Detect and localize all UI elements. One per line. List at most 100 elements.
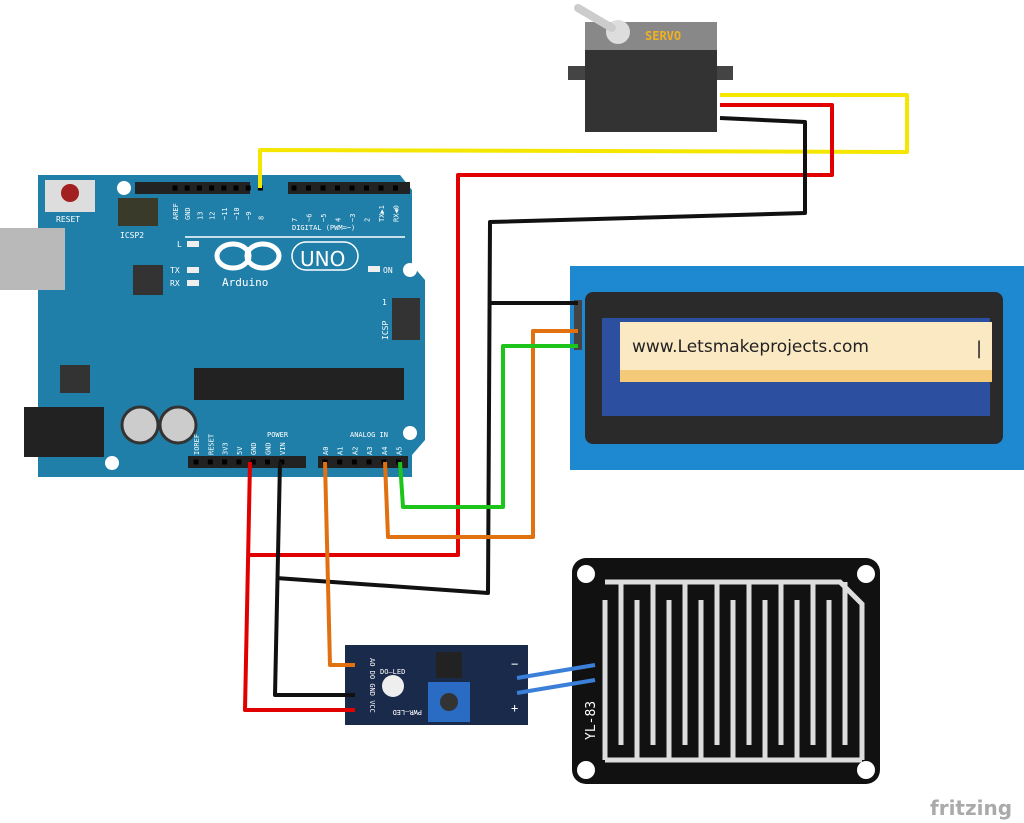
pin-label: GND bbox=[184, 207, 192, 220]
pin-A3 bbox=[366, 459, 372, 465]
pin-7 bbox=[291, 185, 297, 191]
wire-orange-a0 bbox=[323, 461, 355, 667]
module-pin-labels: AO DO GND VCC bbox=[368, 658, 376, 713]
wire-orange-a4-lcd bbox=[383, 329, 578, 539]
pin-label: 3V3 bbox=[222, 442, 230, 455]
arduino-logo-icon bbox=[214, 241, 359, 271]
pin-label: RX◀0 bbox=[393, 205, 401, 222]
arduino-uno-board: RESET ICSP2 1 ICSP DIGITAL (PWM=~) POWER… bbox=[0, 175, 425, 477]
pin-~9 bbox=[245, 185, 251, 191]
icsp-pin1-label: 1 bbox=[382, 298, 387, 307]
do-led-label: DO—LED bbox=[380, 668, 405, 676]
wire-red-servo-power bbox=[247, 103, 834, 557]
pin-label: 8 bbox=[257, 216, 265, 220]
wire-green-a5-lcd bbox=[398, 344, 578, 509]
pin-label: ~6 bbox=[306, 214, 314, 222]
fritzing-watermark: fritzing bbox=[930, 796, 1012, 820]
pin-label: A5 bbox=[396, 447, 404, 455]
pin-label: AREF bbox=[172, 203, 180, 220]
pin-label: GND bbox=[265, 442, 273, 455]
pin-label: 12 bbox=[209, 212, 217, 220]
icsp-label: ICSP bbox=[381, 321, 390, 340]
pin-A4 bbox=[381, 459, 387, 465]
pin-VIN bbox=[279, 459, 285, 465]
pin-label: 4 bbox=[335, 218, 343, 222]
wires bbox=[243, 93, 909, 712]
wire-yellow-servo-signal bbox=[258, 93, 909, 188]
lcd-cursor: | bbox=[976, 338, 982, 359]
wire-red-5v bbox=[243, 461, 355, 712]
wire-black-gnd bbox=[273, 461, 355, 697]
plus-label: + bbox=[511, 701, 518, 715]
servo-motor: SERVO bbox=[568, 4, 733, 132]
pin-IOREF bbox=[193, 459, 199, 465]
model-label: UNO bbox=[300, 247, 345, 271]
pin-TX▶1 bbox=[378, 185, 384, 191]
pin-label: RESET bbox=[207, 433, 215, 455]
pin-label: A0 bbox=[322, 447, 330, 455]
pin-5V bbox=[236, 459, 242, 465]
pin-label: A2 bbox=[351, 447, 359, 455]
pin-A5 bbox=[396, 459, 401, 465]
lcd-display: www.Letsmakeprojects.com | bbox=[570, 266, 1024, 470]
arduino-logo-text: Arduino bbox=[222, 276, 268, 289]
pin-label: 7 bbox=[291, 218, 299, 222]
pin-12 bbox=[209, 185, 215, 191]
pin-~6 bbox=[306, 185, 311, 191]
pin-2 bbox=[364, 185, 369, 191]
pin-label: ~9 bbox=[245, 212, 253, 220]
digital-label: DIGITAL (PWM=~) bbox=[292, 224, 355, 232]
pin-label: GND bbox=[250, 442, 258, 455]
pwr-led-label: PWR—LED bbox=[392, 708, 422, 716]
pin-label: A4 bbox=[381, 447, 389, 455]
lcd-text: www.Letsmakeprojects.com bbox=[632, 337, 869, 357]
pin-label: ~11 bbox=[221, 207, 229, 220]
pin-~11 bbox=[221, 185, 227, 191]
pin-label: A1 bbox=[337, 447, 345, 455]
reset-label: RESET bbox=[56, 215, 80, 224]
led-on-label: ON bbox=[383, 266, 393, 275]
pin-~5 bbox=[320, 185, 326, 191]
icsp2-label: ICSP2 bbox=[120, 231, 144, 240]
led-l-label: L bbox=[177, 240, 182, 249]
power-jack bbox=[24, 407, 104, 457]
pin-label: 2 bbox=[364, 218, 372, 222]
pin-A2 bbox=[351, 459, 357, 465]
pin-label: ~10 bbox=[233, 207, 241, 220]
pin-label: ~5 bbox=[320, 214, 328, 222]
wire-blue-2 bbox=[516, 678, 596, 695]
usb-port bbox=[0, 228, 65, 290]
chip bbox=[133, 265, 163, 295]
pin-AREF bbox=[172, 185, 178, 191]
led-rx-label: RX bbox=[170, 279, 180, 288]
pin-GND bbox=[250, 459, 256, 465]
pin-label: A3 bbox=[366, 447, 374, 455]
power-label: POWER bbox=[267, 431, 289, 439]
sensor-trace bbox=[602, 579, 865, 763]
pin-RESET bbox=[207, 459, 213, 465]
pin-3V3 bbox=[222, 459, 228, 465]
atmega-chip bbox=[194, 368, 404, 400]
servo-label: SERVO bbox=[645, 29, 681, 43]
pin-~3 bbox=[349, 185, 355, 191]
pin-4 bbox=[335, 185, 340, 191]
pin-GND bbox=[184, 185, 190, 191]
pin-label: 13 bbox=[196, 212, 204, 220]
pin-label: 5V bbox=[236, 446, 244, 455]
minus-label: − bbox=[511, 657, 518, 671]
led-tx-label: TX bbox=[170, 266, 180, 275]
pin-13 bbox=[196, 185, 202, 191]
pin-label: VIN bbox=[279, 442, 287, 455]
pin-label: IOREF bbox=[193, 434, 201, 455]
yl83-label: YL-83 bbox=[584, 701, 599, 740]
pin-RX◀0 bbox=[393, 185, 398, 191]
pin-A1 bbox=[337, 459, 343, 465]
pin-~10 bbox=[233, 185, 239, 191]
wire-blue-1 bbox=[516, 663, 596, 680]
pin-label: ~3 bbox=[349, 214, 357, 222]
pin-label: TX▶1 bbox=[378, 205, 386, 222]
analog-label: ANALOG IN bbox=[350, 431, 388, 439]
pin-GND bbox=[265, 459, 270, 465]
rain-sensor-module: AO DO GND VCC DO—LED PWR—LED − + bbox=[345, 645, 528, 725]
